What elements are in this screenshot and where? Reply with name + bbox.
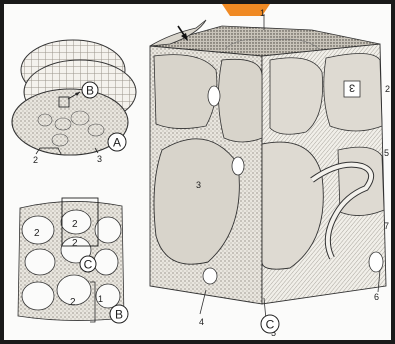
panel-b-label-2b: 2 (72, 219, 78, 230)
panel-c-label-4: 4 (199, 317, 204, 327)
panel-c-label-3-left: 3 (196, 180, 201, 190)
panel-b-label-1: 1 (98, 294, 103, 304)
panel-b-label-2a: 2 (34, 228, 40, 239)
panel-b-label-2d: 2 (70, 297, 76, 308)
panel-c-label-7: 7 (384, 221, 389, 231)
panel-a-label-2: 2 (33, 155, 38, 165)
panel-c-label-5-right: 5 (384, 148, 389, 158)
panel-a-letter: A (113, 136, 121, 150)
panel-c-label-6: 6 (374, 292, 379, 302)
panel-a-label-3: 3 (97, 154, 102, 164)
panel-c-block (150, 14, 386, 320)
panel-b-label-2c: 2 (72, 238, 78, 249)
panel-b-inset-letter: C (84, 258, 93, 272)
panel-a-inset-letter: B (86, 84, 94, 98)
panel-c-label-2: 2 (385, 84, 390, 94)
panel-b-letter: B (115, 308, 123, 322)
panel-c-label-3-right: 3 (349, 82, 355, 94)
panel-c-label-1: 1 (260, 8, 265, 18)
panel-c-letter: C (266, 318, 275, 332)
